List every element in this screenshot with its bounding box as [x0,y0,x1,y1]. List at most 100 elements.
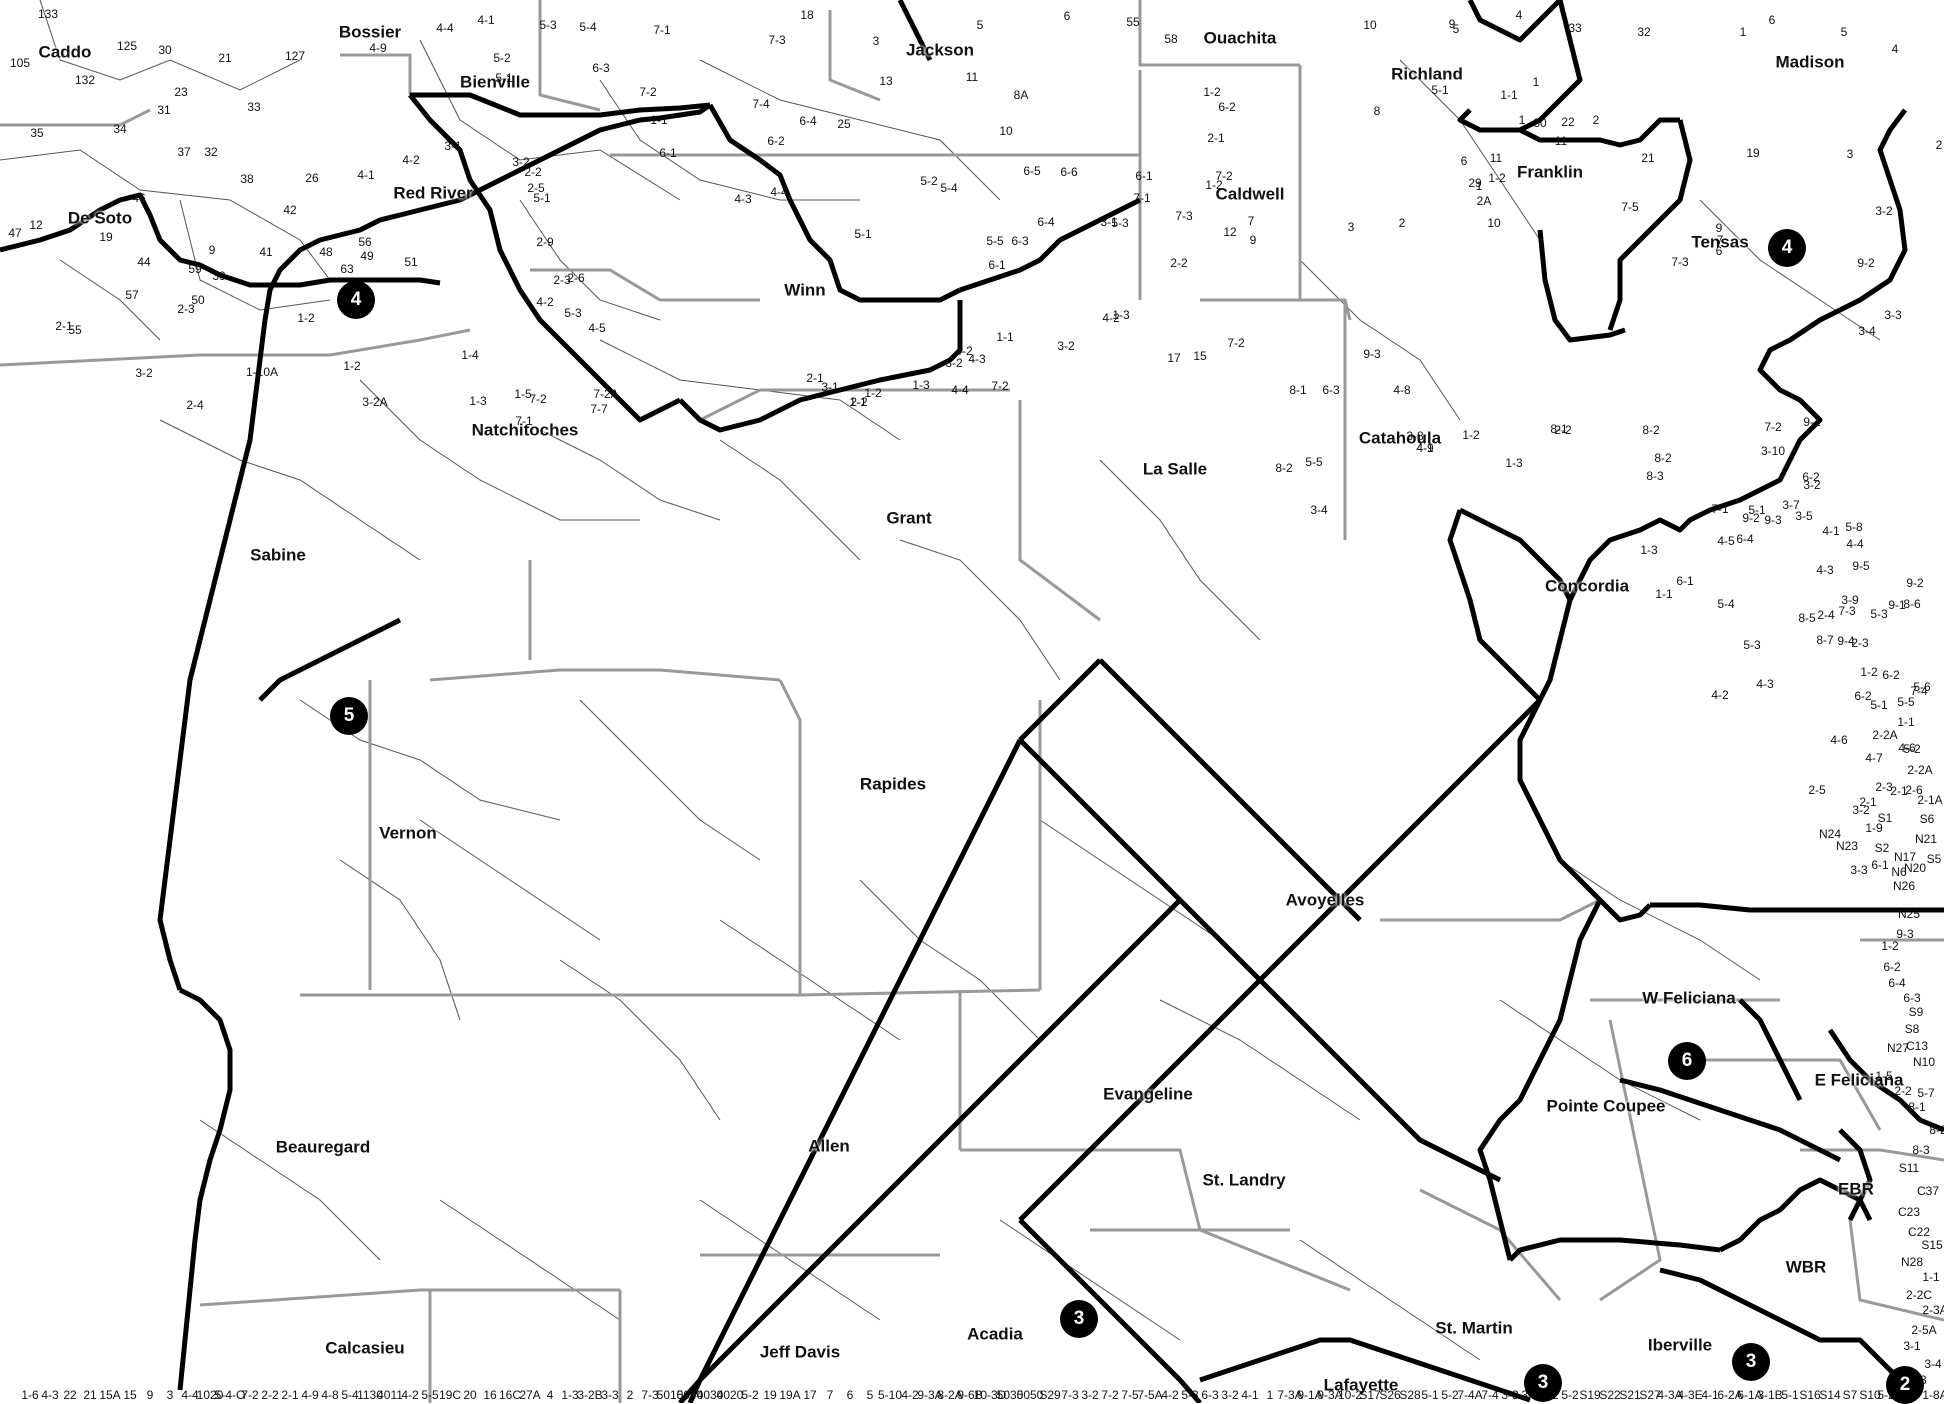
parish-label-st-landry: St. Landry [1202,1170,1286,1190]
precinct-label: 6-1 [1676,574,1694,588]
precinct-label: S1 [1877,811,1893,825]
precinct-label: 2-1 [55,319,73,333]
precinct-label: 3-3 [1501,1388,1519,1402]
precinct-label: 5-1 [854,227,872,241]
precinct-label: 6 [1715,244,1723,258]
precinct-label: 6-2 [1883,960,1901,974]
precinct-label: 6-1A [1737,1388,1763,1402]
precinct-label: 9-1 [1888,598,1906,612]
precinct-label: 6-6 [1060,165,1078,179]
district-marker-3: 3 [1732,1343,1770,1381]
precinct-label: S14 [1819,1388,1841,1402]
precinct-label: 1-1 [650,113,668,127]
precinct-label: 7-7 [590,402,608,416]
precinct-label: 7-3 [1671,255,1689,269]
precinct-label: 6-2 [1218,100,1236,114]
precinct-label: 1-6 [21,1388,39,1402]
precinct-label: 15 [123,1388,137,1402]
precinct-label: 3-2 [1803,478,1821,492]
precinct-label: 1 [1532,75,1540,89]
precinct-label: 16 [483,1388,497,1402]
precinct-label: 5-2 [920,174,938,188]
precinct-label: 3-2 [1875,204,1893,218]
precinct-label: 8-2 [1275,461,1293,475]
precinct-label: 63 [340,262,354,276]
precinct-label: 2-5 [1808,783,1826,797]
precinct-label: 2 [1592,113,1600,127]
precinct-label: 4-1 [477,13,495,27]
precinct-label: 3-1B [1757,1388,1783,1402]
precinct-label: 2A [1476,194,1492,208]
precinct-label: 132 [74,73,96,87]
precinct-label: 2-6 [1905,783,1923,797]
precinct-label: 2-2 [261,1388,279,1402]
precinct-label: 3-2 [1221,1388,1239,1402]
precinct-label: 1-2 [864,386,882,400]
precinct-label: 12 [29,218,43,232]
parish-label-richland: Richland [1391,64,1463,84]
precinct-label: 4-1 [1241,1388,1259,1402]
precinct-label: 9-3 [1764,513,1782,527]
precinct-label: 4-1 [1701,1388,1719,1402]
precinct-label: 3-2 [135,366,153,380]
precinct-label: 9-3A [1317,1388,1343,1402]
precinct-label: 2-2 [850,395,868,409]
precinct-label: 3-7 [1782,498,1800,512]
precinct-label: 30 [158,43,172,57]
precinct-label: 2 [1935,138,1943,152]
precinct-label: 29 [1468,176,1482,190]
precinct-label: 4-4 [181,1388,199,1402]
precinct-label: 5-1 [495,71,513,85]
precinct-label: 3-2 [512,155,530,169]
precinct-label: 7-2 [1101,1388,1119,1402]
parish-label-calcasieu: Calcasieu [325,1338,405,1358]
precinct-label: 6 [1063,9,1071,23]
precinct-label: 44 [137,255,151,269]
precinct-label: 4-3 [1816,563,1834,577]
precinct-lines [0,0,1881,1361]
precinct-label: 8-3 [1646,469,1664,483]
precinct-label: 7-3 [1175,209,1193,223]
precinct-label: 3-2 [1057,339,1075,353]
precinct-label: 15A [99,1388,121,1402]
precinct-label: N26 [1892,879,1916,893]
parish-label-grant: Grant [886,508,932,528]
precinct-label: S16 [1799,1388,1821,1402]
precinct-label: 5-2 [1441,1388,1459,1402]
precinct-label: S10 [1859,1388,1881,1402]
precinct-label: 5050 [1016,1388,1044,1402]
parish-label-vernon: Vernon [379,823,437,843]
parish-label-tensas: Tensas [1691,232,1749,252]
precinct-label: 1-2 [1203,85,1221,99]
precinct-label: 1-1 [996,330,1014,344]
precinct-label: 2-2 [524,165,542,179]
precinct-label: 5-2 [493,51,511,65]
precinct-label: S7 [1842,1388,1858,1402]
precinct-label: 5-2 [741,1388,759,1402]
precinct-label: 6-5 [1023,164,1041,178]
precinct-label: 8-1 [1289,383,1307,397]
precinct-label: 1-4 [461,348,479,362]
precinct-label: 4-9 [369,41,387,55]
parish-label-e-feliciana: E Feliciana [1814,1070,1904,1090]
precinct-label: 3-1 [444,139,462,153]
precinct-label: C22 [1907,1225,1931,1239]
precinct-label: 3-8 [1406,429,1424,443]
parish-label-la-salle: La Salle [1142,459,1208,479]
precinct-label: 4-2 [536,295,554,309]
precinct-label: 59 [188,262,202,276]
precinct-label: 50 [191,293,205,307]
precinct-label: 5-4-O [214,1388,246,1402]
parish-label-catahoula: Catahoula [1358,428,1442,448]
parish-label-sabine: Sabine [250,545,306,565]
precinct-label: 4-8 [321,1388,339,1402]
precinct-label: 1-2 [1860,665,1878,679]
precinct-label: 25 [837,117,851,131]
precinct-label: 7-1 [1711,502,1729,516]
precinct-label: 1-2 [1462,428,1480,442]
parish-label-ouachita: Ouachita [1203,28,1277,48]
precinct-label: 2-4 [1817,608,1835,622]
precinct-label: 6-2 [1854,689,1872,703]
precinct-label: 1-9 [1865,821,1883,835]
